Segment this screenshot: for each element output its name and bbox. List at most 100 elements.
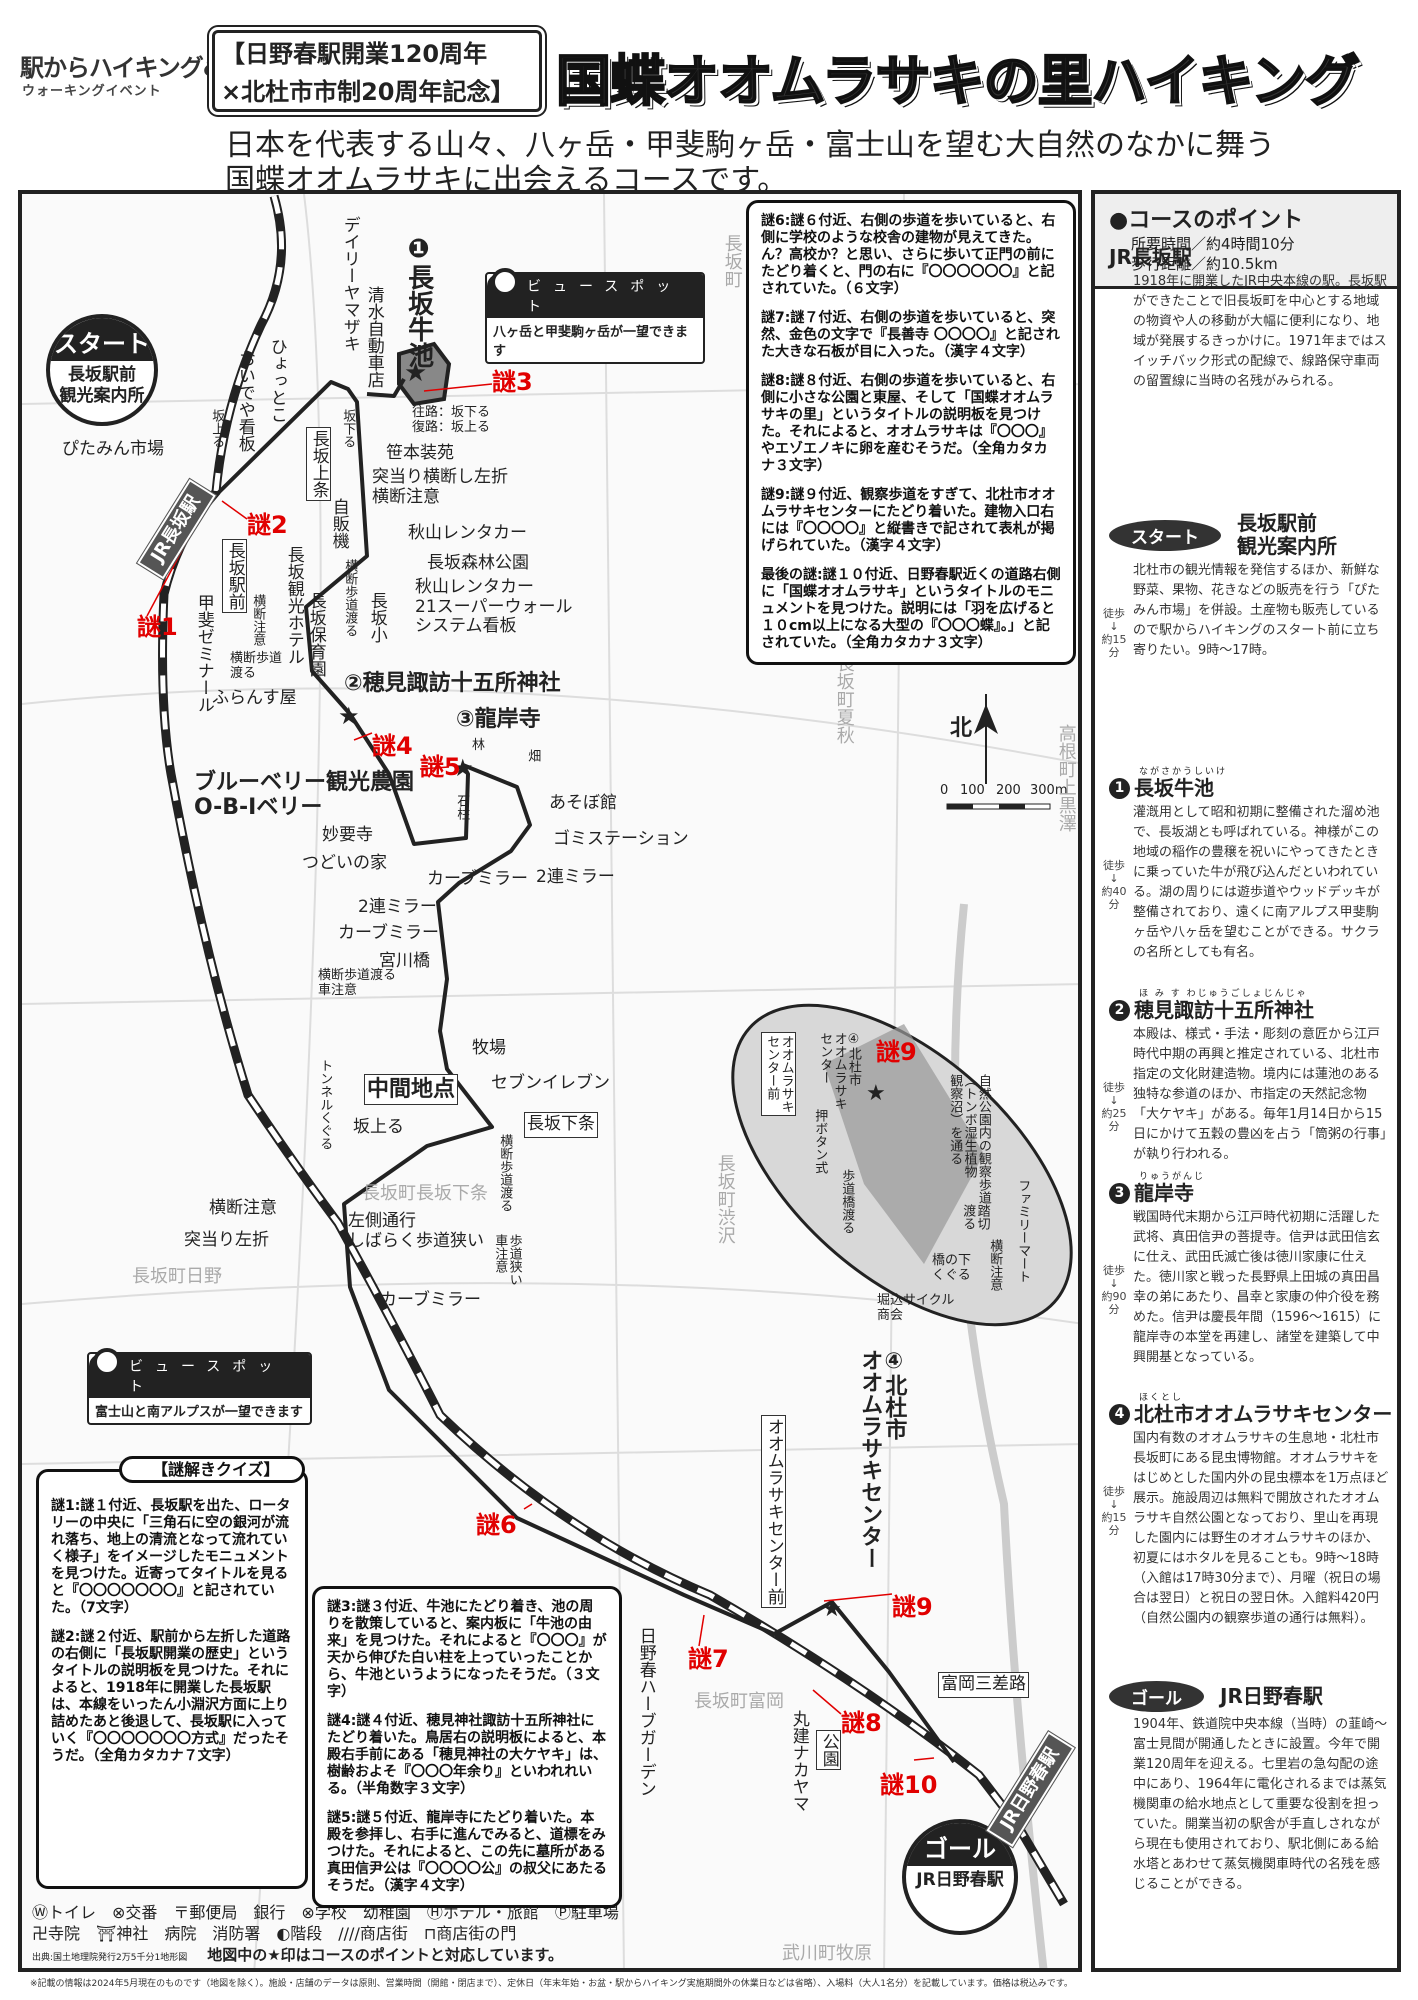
quiz-title: 【謎解きクイズ】 bbox=[119, 1456, 305, 1483]
nazo-marker-label: 謎6 bbox=[476, 1511, 517, 1539]
goal-pill: ゴール bbox=[1109, 1681, 1204, 1712]
arrow-down-icon: ↓ bbox=[1109, 1498, 1119, 1511]
start-badge: スタート bbox=[50, 318, 154, 361]
start-marker: スタート 長坂駅前 観光案内所 bbox=[46, 314, 158, 426]
map-label: ❶長坂牛池 bbox=[403, 234, 434, 368]
map-label: セブンイレブン bbox=[491, 1073, 610, 1093]
arrow-down-icon: ↓ bbox=[1109, 872, 1119, 885]
map-label: 踏切 渡る bbox=[960, 1204, 990, 1230]
map-label: 秋山レンタカー 21スーパーウォール システム看板 bbox=[415, 577, 573, 637]
nature-park-area bbox=[824, 1024, 984, 1264]
map-label: ひょっとこ bbox=[266, 338, 287, 423]
map-label: オオムラサキ センター前 bbox=[761, 1032, 796, 1116]
map-label: 自然公園内の観察歩道 （トンボ湿生植物 観察沼）を通る bbox=[947, 1074, 991, 1204]
map-legend: Ⓦトイレ ⊗交番 〒郵便局 銀行 ⊗学校 幼稚園 Ⓗホテル・旅館 Ⓟ駐車場 卍寺… bbox=[32, 1902, 619, 1968]
map-label: ④北杜市 オオムラサキセンター bbox=[857, 1349, 907, 1569]
map-label: ブルーベリー観光農園 O-B-Iベリー bbox=[194, 770, 415, 821]
map-label: 自販機 bbox=[328, 498, 349, 549]
map-label: カーブミラー bbox=[338, 923, 439, 943]
map-label: 押ボタン式 bbox=[812, 1109, 828, 1174]
map-label: つどいの家 bbox=[302, 853, 387, 873]
course-point-description: 国内有数のオオムラサキの生息地・北杜市長坂町にある昆虫博物館。オオムラサキをはじ… bbox=[1133, 1431, 1389, 1626]
quiz-item: 謎1:謎１付近、長坂駅を出た、ロータリーの中央に「三角石に空の銀河が流れ落ち、地… bbox=[51, 1498, 291, 1616]
page-title: 国蝶オオムラサキの里ハイキング bbox=[555, 48, 1361, 114]
view-spot-icon bbox=[491, 268, 519, 296]
map-label: ファミリーマート bbox=[1015, 1179, 1031, 1283]
map-label: 高根町上黒澤 bbox=[1055, 724, 1077, 832]
arrow-down-icon: ↓ bbox=[1109, 1277, 1119, 1290]
map-label: 秋山レンタカー bbox=[408, 523, 527, 543]
walk-time: 徒歩↓約90分 bbox=[1101, 1264, 1127, 1316]
map-label: 坂上る bbox=[209, 409, 225, 448]
course-point-description: 1904年、鉄道院中央本線（当時）の韮崎〜富士見間が開通したときに設置。今年で開… bbox=[1133, 1717, 1388, 1892]
map-label: 長坂町夏秋 bbox=[833, 654, 855, 744]
star-icon: ★ bbox=[822, 1597, 842, 1622]
map-label: 横断注意 bbox=[250, 594, 266, 646]
ruby-reading: ほくとし bbox=[1139, 1393, 1184, 1403]
walk-time: 徒歩↓約40分 bbox=[1101, 859, 1127, 911]
view-spot-1: ビュースポット 八ヶ岳と甲斐駒ヶ岳が一望できます bbox=[485, 268, 705, 364]
course-point-name: JR日野春駅 bbox=[1220, 1684, 1323, 1708]
quiz-box-6-10: 謎6:謎６付近、右側の歩道を歩いていると、右側に学校のような校舎の建物が見えてき… bbox=[746, 200, 1076, 665]
course-time: 所要時間／約4時間10分 bbox=[1131, 235, 1295, 253]
map-label: 左側通行 しばらく歩道狭い bbox=[348, 1211, 484, 1251]
anniversary-box: 【日野春駅開業120周年 ×北杜市市制20周年記念】 bbox=[212, 30, 542, 112]
star-icon: ★ bbox=[452, 754, 474, 782]
map-label: 橋の下 くぐる bbox=[932, 1253, 972, 1283]
quiz-item: 謎9:謎９付近、観察歩道をすぎて、北杜市オオムラサキセンターにたどり着いた。建物… bbox=[761, 487, 1056, 554]
nazo-marker-label: 謎7 bbox=[688, 1645, 729, 1673]
map-label: 長坂町富岡 bbox=[694, 1691, 784, 1712]
nazo-marker-label: 謎5 bbox=[420, 753, 461, 781]
ruby-reading: ながさかうしいけ bbox=[1139, 767, 1228, 777]
arrow-down-icon: ↓ bbox=[1109, 620, 1119, 633]
map-label: 歩道狭い 車注意 bbox=[492, 1234, 522, 1286]
map-label: 2連ミラー bbox=[536, 867, 615, 887]
map-label: 突当り左折 bbox=[184, 1230, 269, 1250]
map-label: 長坂小 bbox=[366, 592, 387, 643]
map-label: 横断注意 bbox=[987, 1239, 1003, 1291]
course-point-title: スタート長坂駅前 観光案内所 bbox=[1109, 512, 1391, 558]
map-label: カーブミラー bbox=[427, 869, 528, 889]
map-label: 横断歩道渡る bbox=[342, 559, 358, 637]
map-label: トンネルくぐる bbox=[317, 1059, 333, 1150]
map-label: 畑 bbox=[525, 749, 541, 762]
map-label: 横断歩道 渡る bbox=[230, 651, 283, 681]
hiking-route bbox=[207, 377, 956, 1764]
nazo-marker-label: 謎9 bbox=[876, 1038, 917, 1066]
view-spot-header: ビュースポット bbox=[89, 1354, 310, 1398]
quiz-item: 謎6:謎６付近、右側の歩道を歩いていると、右側に学校のような校舎の建物が見えてき… bbox=[761, 213, 1056, 297]
ruby-reading: ほ み す わじゅうごしょじんじゃ bbox=[1139, 989, 1308, 999]
quiz-item: 謎2:謎２付近、駅前から左折した道路の右側に「長坂駅開業の歴史」というタイトルの… bbox=[51, 1629, 291, 1764]
map-label: ④北杜市 オオムラサキ センター bbox=[817, 1032, 861, 1110]
map-label: 長坂町日野 bbox=[132, 1266, 222, 1287]
point-number-icon: 2 bbox=[1109, 1000, 1130, 1021]
view-spot-2: ビュースポット 富士山と南アルプスが一望できます bbox=[87, 1348, 312, 1425]
event-logo-subtitle: ウォーキングイベント bbox=[22, 84, 162, 99]
walk-label: 徒歩 bbox=[1103, 1485, 1125, 1498]
walk-label: 徒歩 bbox=[1103, 859, 1125, 872]
map-label: 日野春ハーブガーデン bbox=[635, 1627, 656, 1797]
map-label: ②穂見諏訪十五所神社 bbox=[344, 671, 561, 696]
walk-label: 徒歩 bbox=[1103, 1264, 1125, 1277]
quiz-item: 謎3:謎３付近、牛池にたどり着き、池の周りを散策していると、案内板に「牛池の由来… bbox=[327, 1599, 607, 1700]
walk-duration: 約15分 bbox=[1101, 1511, 1127, 1537]
course-point-name: 穂見諏訪十五所神社 bbox=[1134, 998, 1314, 1022]
map-label: 公園 bbox=[816, 1730, 841, 1770]
ruby-reading: りゅうがんじ bbox=[1139, 1172, 1206, 1182]
nazo-marker-label: 謎9 bbox=[892, 1593, 933, 1621]
walk-duration: 約15分 bbox=[1101, 633, 1127, 659]
map-label: 坂上る bbox=[353, 1117, 404, 1137]
course-distance: 歩行距離／約10.5km bbox=[1131, 255, 1278, 273]
map-label: 長坂観光ホテル bbox=[283, 546, 304, 665]
arrow-down-icon: ↓ bbox=[1109, 1094, 1119, 1107]
point-number-icon: 1 bbox=[1109, 778, 1130, 799]
map-label: 長坂町渋沢 bbox=[714, 1154, 736, 1244]
event-logo: 駅からハイキング& bbox=[20, 54, 224, 82]
map-label: 甲斐ゼミナール bbox=[193, 594, 214, 713]
nazo-marker-label: 謎4 bbox=[372, 732, 413, 760]
walk-label: 徒歩 bbox=[1103, 607, 1125, 620]
map-label: 林 bbox=[472, 738, 486, 753]
